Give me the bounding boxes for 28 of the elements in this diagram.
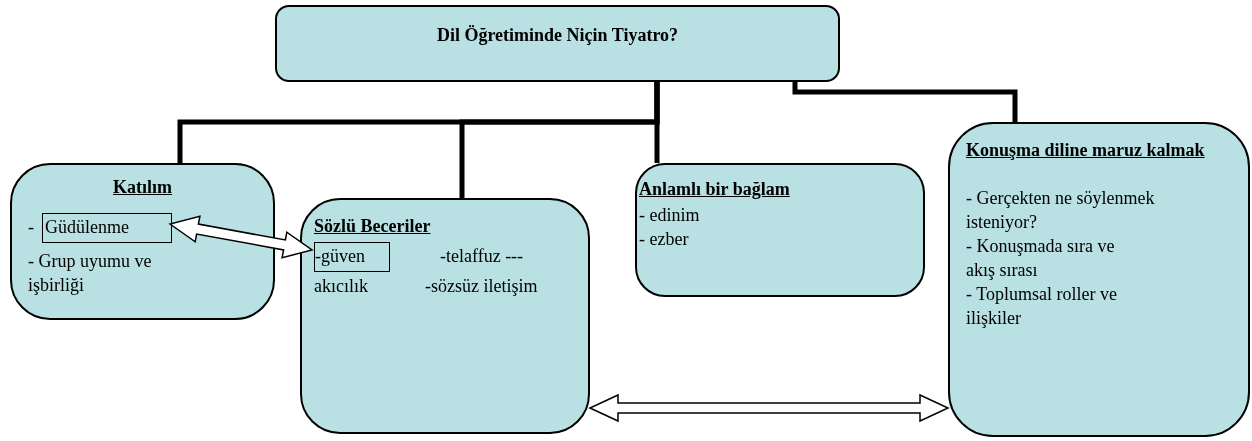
- heading: Anlamlı bir bağlam: [639, 178, 790, 201]
- connector-line: [792, 82, 1018, 122]
- highlight-box: [314, 242, 390, 272]
- heading: Sözlü Beceriler: [314, 215, 431, 238]
- list-item: akıcılık: [314, 275, 368, 298]
- rounded-box: [300, 198, 590, 434]
- heading: Konuşma diline maruz kalmak: [966, 139, 1206, 162]
- rounded-box: [948, 122, 1250, 437]
- list-item: -telaffuz ---: [440, 245, 524, 268]
- rounded-box: [635, 163, 925, 297]
- list-item: -sözsüz iletişim: [425, 275, 539, 298]
- heading: Dil Öğretiminde Niçin Tiyatro?: [435, 24, 680, 47]
- double-arrow: [588, 393, 950, 423]
- list-item: -güven: [315, 245, 365, 268]
- connector-line: [654, 82, 660, 163]
- list-item: Güdülenme: [45, 216, 129, 239]
- list-item: - Gerçekten ne söylenmek isteniyor?: [966, 187, 1156, 234]
- double-arrow: [168, 215, 314, 259]
- list-item: -: [28, 216, 34, 239]
- rounded-box: [10, 163, 275, 320]
- highlight-box: [42, 213, 172, 243]
- heading: Katılım: [112, 176, 173, 199]
- list-item: - Toplumsal roller ve ilişkiler: [966, 283, 1118, 330]
- list-item: - edinim: [639, 204, 700, 227]
- list-item: - ezber: [639, 228, 689, 251]
- list-item: - Konuşmada sıra ve akış sırası: [966, 235, 1116, 282]
- list-item: - Grup uyumu ve işbirliği: [28, 250, 153, 297]
- rounded-box: [275, 5, 840, 82]
